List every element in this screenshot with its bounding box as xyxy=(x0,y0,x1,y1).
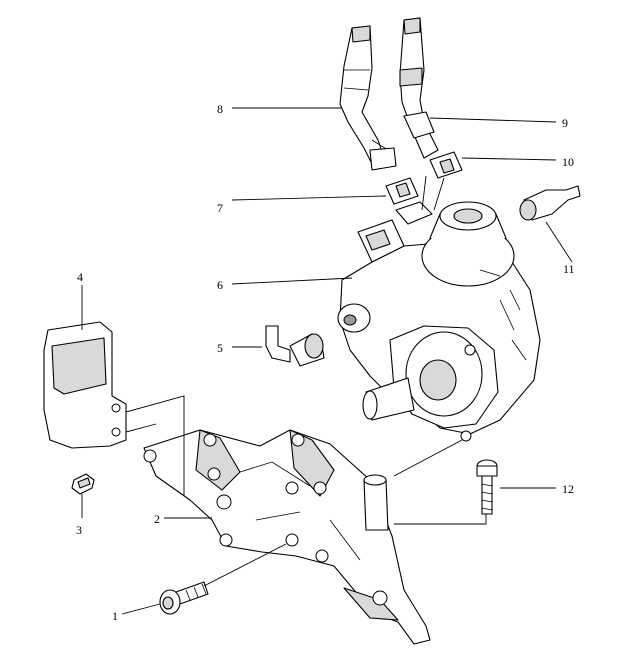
bolt-12 xyxy=(476,459,498,515)
union-fitting-5 xyxy=(265,325,325,367)
callout-labels: 1 2 3 4 5 6 7 8 9 10 11 12 xyxy=(76,102,575,623)
callout-6: 6 xyxy=(217,278,223,292)
seal-7 xyxy=(385,177,419,205)
bolt-1 xyxy=(159,581,209,615)
callout-10: 10 xyxy=(562,155,574,169)
callout-4: 4 xyxy=(77,270,83,284)
callout-5: 5 xyxy=(217,341,223,355)
bolt-3 xyxy=(71,473,95,495)
fuel-line-left xyxy=(339,25,397,171)
callout-3: 3 xyxy=(76,523,82,537)
callout-2: 2 xyxy=(154,512,160,526)
callout-7: 7 xyxy=(217,201,223,215)
leader-lines xyxy=(81,107,573,615)
callout-8: 8 xyxy=(217,102,223,116)
callout-1: 1 xyxy=(112,609,118,623)
union-fitting-11 xyxy=(519,185,581,221)
heat-shield-4 xyxy=(43,321,127,449)
mounting-bracket-2 xyxy=(143,429,431,645)
high-pressure-fuel-pump xyxy=(337,201,541,442)
callout-9: 9 xyxy=(562,116,568,130)
fuel-line-right xyxy=(399,17,439,159)
callout-12: 12 xyxy=(562,482,574,496)
callout-11: 11 xyxy=(563,262,575,276)
seal-10 xyxy=(429,151,463,179)
